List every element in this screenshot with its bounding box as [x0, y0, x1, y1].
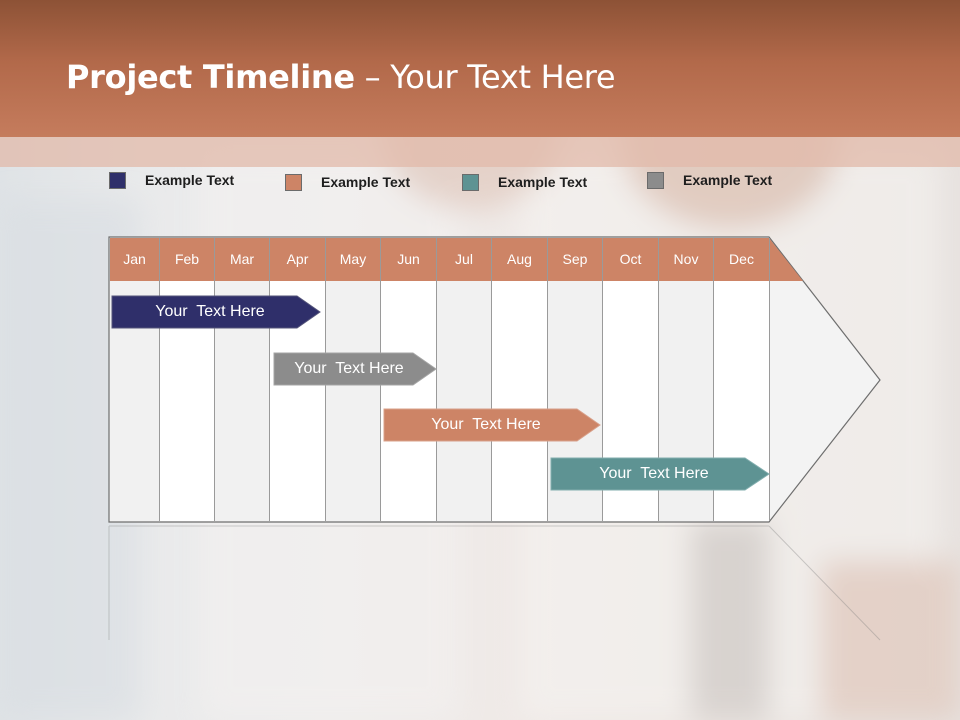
- task-bar-label-3: Your Text Here: [431, 416, 541, 433]
- legend-item-3: Example Text: [462, 172, 587, 192]
- month-aug: Aug: [507, 251, 532, 267]
- legend-swatch-teal: [462, 173, 479, 191]
- month-feb: Feb: [174, 251, 200, 267]
- title-bold: Project Timeline: [66, 58, 355, 96]
- legend-swatch-gray: [647, 171, 664, 189]
- month-oct: Oct: [619, 251, 642, 267]
- title-band: [0, 0, 960, 137]
- month-header-row: [110, 238, 803, 281]
- task-bar-3: [383, 408, 601, 442]
- task-bar-label-2: Your Text Here: [294, 360, 404, 377]
- task-bar-2: [273, 352, 437, 386]
- task-bar-1: [111, 295, 321, 329]
- task-bar-label-4: Your Text Here: [599, 465, 709, 482]
- legend-label-4: Example Text: [683, 172, 773, 188]
- timeline-reflection: [108, 525, 881, 641]
- month-nov: Nov: [673, 251, 699, 267]
- month-jul: Jul: [455, 251, 473, 267]
- legend-label-1: Example Text: [145, 172, 235, 188]
- month-mar: Mar: [229, 251, 255, 267]
- title-band-fade: [0, 137, 960, 167]
- page-title: Project Timeline – Your Text Here: [66, 58, 616, 96]
- month-dec: Dec: [729, 251, 754, 267]
- month-jan: Jan: [123, 251, 146, 267]
- legend-swatch-navy: [109, 171, 126, 189]
- legend-item-1: Example Text: [109, 170, 234, 190]
- month-sep: Sep: [562, 251, 588, 267]
- legend-swatch-terracotta: [285, 173, 302, 191]
- month-apr: Apr: [286, 251, 309, 267]
- title-rest: – Your Text Here: [354, 58, 616, 96]
- month-jun: Jun: [397, 251, 420, 267]
- month-may: May: [339, 251, 367, 267]
- legend-item-4: Example Text: [647, 170, 772, 190]
- task-bar-4: [550, 457, 770, 491]
- task-bar-label-1: Your Text Here: [155, 303, 265, 320]
- legend-label-3: Example Text: [498, 174, 588, 190]
- legend-item-2: Example Text: [285, 172, 410, 192]
- legend-label-2: Example Text: [321, 174, 411, 190]
